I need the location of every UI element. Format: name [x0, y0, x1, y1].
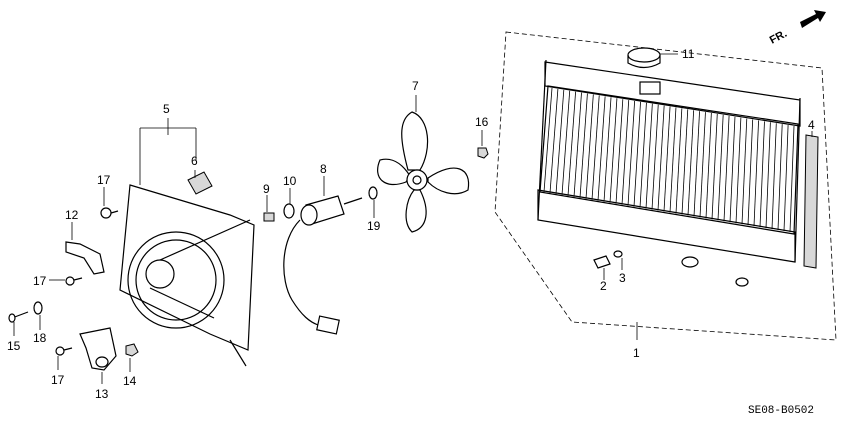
callout-6: 6: [191, 154, 198, 168]
drain-plug: [593, 250, 623, 269]
caution-label: [187, 171, 213, 195]
radiator-core: [537, 59, 801, 287]
callout-15: 15: [7, 339, 21, 353]
bolt-17-upper: [100, 207, 119, 219]
callout-7: 7: [412, 79, 419, 93]
collar: [283, 203, 295, 219]
washer-19: [368, 186, 378, 200]
callout-17-middle: 17: [33, 274, 47, 288]
callout-13: 13: [95, 387, 109, 401]
bolt-17-lower: [55, 346, 73, 356]
callout-4: 4: [808, 118, 815, 132]
diagram-code: SE08-B0502: [748, 405, 814, 417]
callout-17-upper: 17: [97, 173, 111, 187]
callout-3: 3: [619, 271, 626, 285]
fan-shroud: [119, 184, 255, 367]
callout-1: 1: [633, 346, 640, 360]
callout-12: 12: [65, 208, 79, 222]
bolt-17-middle: [65, 276, 83, 286]
washer-18: [33, 301, 43, 315]
fan-nut: [477, 147, 489, 159]
callout-18: 18: [33, 331, 47, 345]
direction-label: FR.: [768, 28, 789, 47]
callout-2: 2: [600, 279, 607, 293]
radiator-cap: [627, 47, 661, 69]
callout-17-lower: 17: [51, 373, 65, 387]
nut-14: [125, 343, 139, 357]
callout-5: 5: [163, 102, 170, 116]
spacer: [263, 212, 275, 222]
lower-bracket: [79, 327, 117, 371]
callout-8: 8: [320, 162, 327, 176]
fan-motor: [283, 195, 363, 335]
callout-16: 16: [475, 115, 489, 129]
cooling-fan: [377, 111, 470, 233]
callout-11: 11: [682, 47, 695, 61]
radiator-group-outline: [494, 31, 837, 341]
callout-10: 10: [283, 174, 297, 188]
callout-19: 19: [367, 219, 381, 233]
bolt-15: [8, 311, 29, 323]
shroud-bracket: [65, 241, 105, 275]
callout-9: 9: [263, 182, 270, 196]
radiator-cushion: [803, 134, 819, 269]
front-direction-arrow: FR.: [768, 10, 826, 47]
callout-14: 14: [123, 374, 137, 388]
